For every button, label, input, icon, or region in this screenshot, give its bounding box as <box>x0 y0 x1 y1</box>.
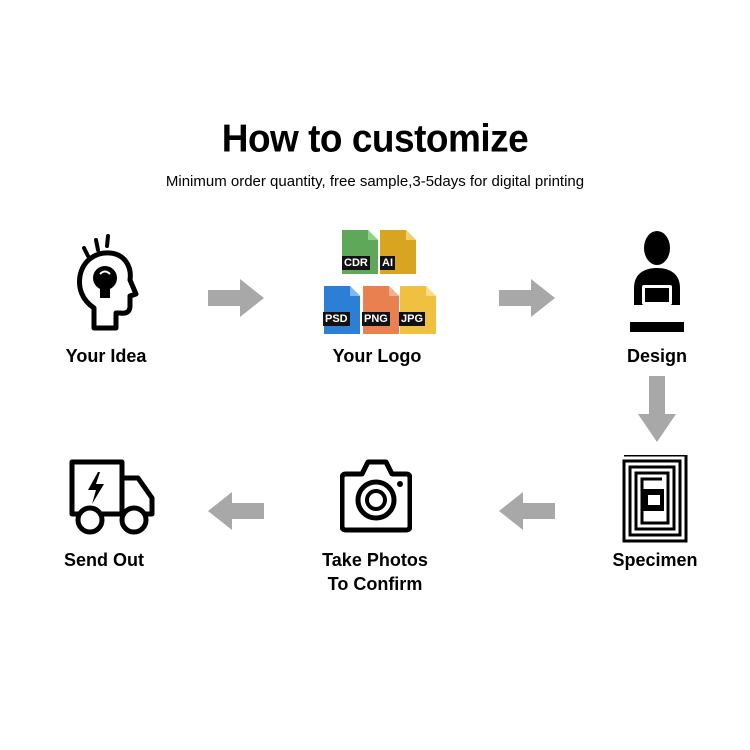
arrow-left-icon <box>208 492 264 530</box>
page-subtitle: Minimum order quantity, free sample,3-5d… <box>165 173 585 190</box>
nfc-chip-icon <box>622 455 688 543</box>
page-title: How to customize <box>221 116 529 160</box>
file-formats-icon: CDR AI PSD PNG JPG <box>320 228 440 338</box>
designer-laptop-icon <box>630 231 684 332</box>
arrow-right-icon <box>499 279 555 317</box>
step-label-design: Design <box>626 346 687 366</box>
arrow-down-icon <box>638 376 676 442</box>
file-jpg-label: JPG <box>399 312 426 326</box>
step-label-to-confirm: To Confirm <box>327 574 423 594</box>
file-png-label: PNG <box>362 312 390 326</box>
step-label-take-photos: Take Photos <box>322 550 428 570</box>
head-lightbulb-icon <box>77 234 139 331</box>
arrow-right-icon <box>208 279 264 317</box>
arrow-left-icon <box>499 492 555 530</box>
file-psd-icon <box>324 286 360 334</box>
step-label-your-idea: Your Idea <box>65 346 147 366</box>
file-png-icon <box>363 286 399 334</box>
file-jpg-icon <box>400 286 436 334</box>
step-label-your-logo: Your Logo <box>332 346 422 366</box>
file-psd-label: PSD <box>323 312 350 326</box>
file-cdr-label: CDR <box>342 256 370 270</box>
step-label-send-out: Send Out <box>64 550 144 570</box>
step-label-specimen: Specimen <box>612 550 698 570</box>
delivery-truck-icon <box>69 459 155 535</box>
file-ai-label: AI <box>380 256 395 270</box>
camera-icon <box>340 459 412 533</box>
